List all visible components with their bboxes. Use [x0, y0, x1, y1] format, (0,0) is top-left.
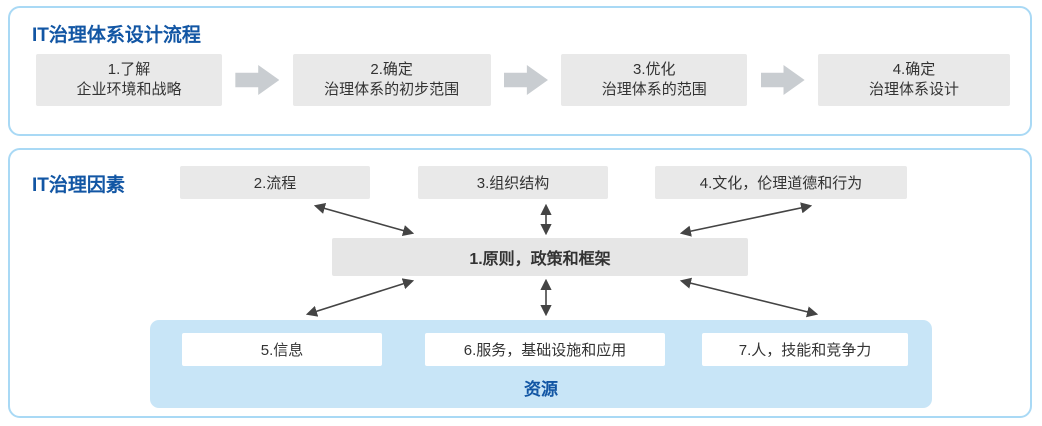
right-arrow-icon	[760, 65, 805, 95]
resources-label: 资源	[524, 380, 558, 399]
process-step-1: 1.了解 企业环境和战略	[36, 54, 222, 106]
factor-org-structure-box: 3.组织结构	[418, 166, 608, 199]
right-arrow-icon	[503, 65, 548, 95]
process-step-3-line1: 3.优化	[633, 60, 676, 78]
process-flow-row: 1.了解 企业环境和战略 2.确定 治理体系的初步范围 3.优化 治理体系的范围…	[36, 54, 1010, 106]
factor-principles-box: 1.原则，政策和框架	[332, 238, 748, 276]
factor-people-box: 7.人，技能和竞争力	[702, 333, 908, 366]
process-step-1-line2: 企业环境和战略	[76, 81, 182, 98]
factor-process-box: 2.流程	[180, 166, 370, 199]
process-step-2-line2: 治理体系的初步范围	[324, 81, 460, 98]
factor-culture-box: 4.文化，伦理道德和行为	[655, 166, 907, 199]
process-panel: IT治理体系设计流程 1.了解 企业环境和战略 2.确定 治理体系的初步范围 3…	[8, 6, 1032, 136]
factor-information-box: 5.信息	[182, 333, 382, 366]
process-step-4-line2: 治理体系设计	[868, 81, 959, 98]
right-arrow-icon	[235, 65, 280, 95]
process-step-4: 4.确定 治理体系设计	[817, 54, 1010, 106]
process-step-2-line1: 2.确定	[370, 60, 413, 78]
factor-services-box: 6.服务，基础设施和应用	[425, 333, 665, 366]
process-step-3: 3.优化 治理体系的范围	[561, 54, 748, 106]
resources-container: 5.信息 6.服务，基础设施和应用 7.人，技能和竞争力 资源	[150, 320, 932, 408]
process-step-1-line1: 1.了解	[107, 60, 151, 78]
process-step-3-line2: 治理体系的范围	[601, 81, 707, 98]
process-step-4-line1: 4.确定	[892, 60, 936, 78]
process-step-2: 2.确定 治理体系的初步范围	[292, 54, 491, 106]
factors-panel: IT治理因素 2.流程 3.组织结构 4.文化，伦理道德和行为 1.原则，政策和…	[8, 148, 1032, 418]
factors-panel-title: IT治理因素	[32, 175, 125, 196]
process-panel-title: IT治理体系设计流程	[32, 25, 201, 46]
